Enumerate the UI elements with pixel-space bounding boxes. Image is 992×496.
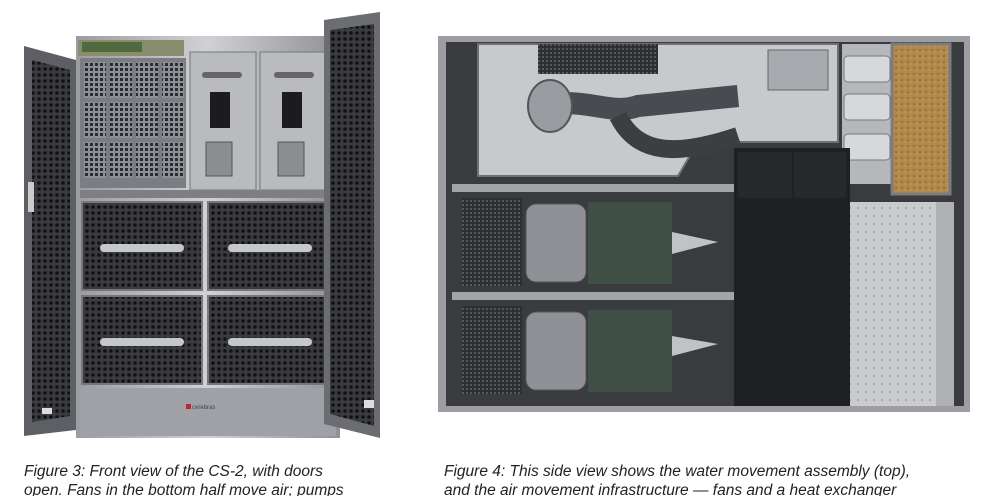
cs2-side-view-image — [438, 36, 970, 412]
fan-assemblies — [462, 198, 718, 394]
figure-4-caption-line-2: and the air movement infrastructure — fa… — [444, 482, 897, 496]
figure-3-caption-line-2: open. Fans in the bottom half move air; … — [24, 482, 344, 496]
figure-3-caption: Figure 3: Front view of the CS-2, with d… — [24, 462, 404, 496]
figure-3-caption-line-1: Figure 3: Front view of the CS-2, with d… — [24, 463, 323, 480]
pump-pipe — [527, 79, 741, 159]
fan-modules — [81, 201, 333, 385]
door-handle — [28, 182, 34, 212]
cerebras-logo-mark — [186, 404, 191, 409]
heat-exchanger-filter — [890, 42, 952, 196]
figure-4-caption: Figure 4: This side view shows the water… — [444, 462, 984, 496]
figure-4-caption-line-1: Figure 4: This side view shows the water… — [444, 463, 911, 480]
cs2-front-view-image: cerebras — [24, 12, 380, 438]
cerebras-logo: cerebras — [192, 405, 215, 411]
